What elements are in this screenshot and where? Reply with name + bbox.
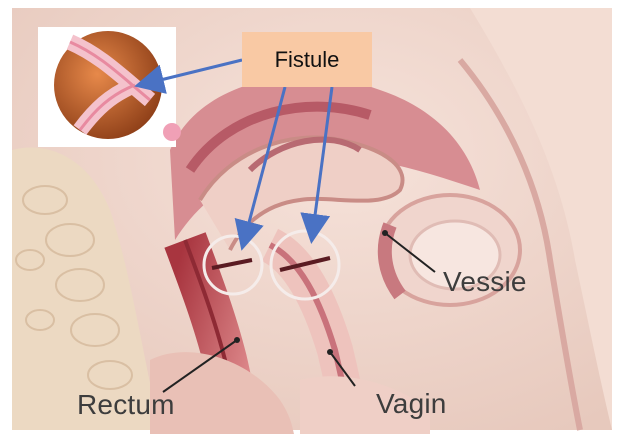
fistula-callout-box: Fistule bbox=[242, 32, 372, 87]
label-vagin: Vagin bbox=[376, 388, 447, 420]
fistula-inset-illustration bbox=[38, 27, 181, 147]
fistula-callout-label: Fistule bbox=[275, 47, 340, 73]
label-rectum: Rectum bbox=[77, 389, 175, 421]
label-vessie: Vessie bbox=[443, 266, 527, 298]
